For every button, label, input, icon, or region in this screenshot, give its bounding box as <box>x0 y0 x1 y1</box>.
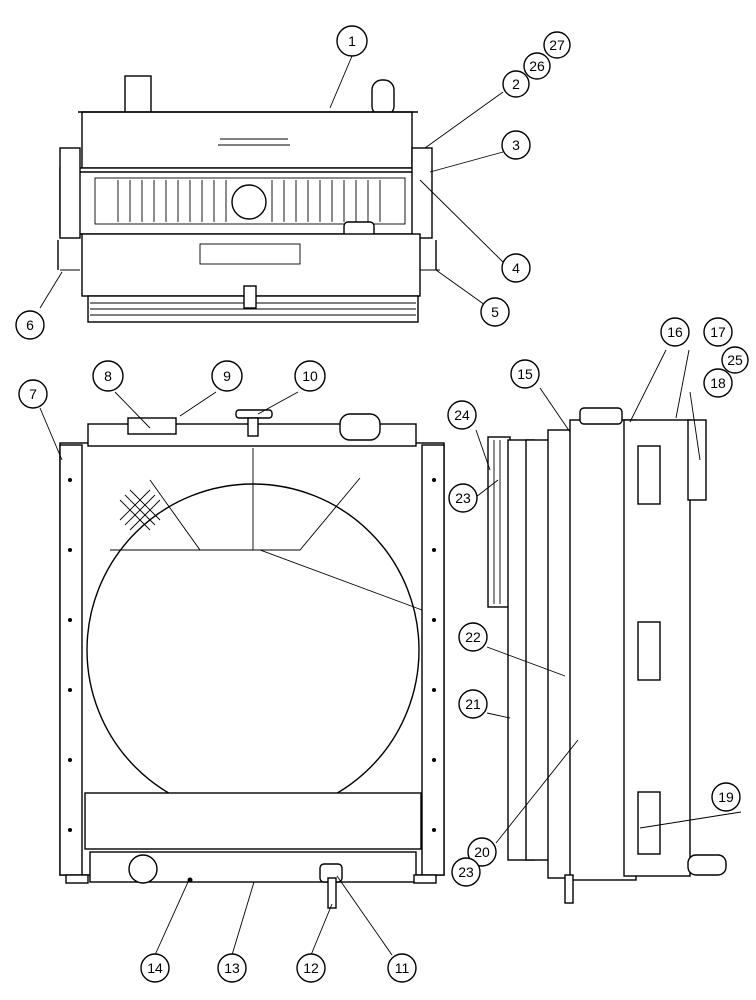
callout-9: 9 <box>211 360 243 392</box>
callout-12-label: 12 <box>303 960 319 976</box>
callout-15-label: 15 <box>517 366 533 382</box>
callout-6: 6 <box>15 310 45 340</box>
callout-10: 10 <box>294 360 326 392</box>
callout-2: 2 <box>502 70 530 98</box>
callout-24: 24 <box>447 400 477 430</box>
callout-16-label: 16 <box>667 324 683 340</box>
callout-23-lower: 23 <box>451 857 481 887</box>
callout-22-label: 22 <box>465 629 481 645</box>
callout-4: 4 <box>501 253 531 283</box>
callout-8: 8 <box>92 360 124 392</box>
radiator-front-view <box>59 409 445 909</box>
callout-14-label: 14 <box>147 960 163 976</box>
callout-13-label: 13 <box>224 960 240 976</box>
callout-4-label: 4 <box>512 260 520 276</box>
callout-27: 27 <box>543 31 571 59</box>
callout-11-label: 11 <box>395 960 410 976</box>
callouts: 1 27 26 2 3 4 5 6 7 8 9 10 15 16 17 25 1… <box>15 25 749 983</box>
callout-1: 1 <box>336 25 368 57</box>
callout-18-label: 18 <box>710 375 726 391</box>
callout-24-label: 24 <box>454 407 470 423</box>
callout-7-label: 7 <box>29 386 37 402</box>
callout-23-lower-label: 23 <box>458 864 474 880</box>
callout-20: 20 <box>467 837 497 867</box>
callout-10-label: 10 <box>302 368 318 384</box>
callout-17: 17 <box>703 317 733 347</box>
callout-26-label: 26 <box>529 58 545 74</box>
radiator-side-view <box>487 407 727 904</box>
callout-5: 5 <box>480 297 510 327</box>
callout-22: 22 <box>458 622 488 652</box>
callout-23-upper: 23 <box>448 483 478 513</box>
callout-19-label: 19 <box>718 789 734 805</box>
callout-2-label: 2 <box>512 76 520 92</box>
callout-17-label: 17 <box>710 324 726 340</box>
callout-18: 18 <box>703 368 733 398</box>
callout-23-upper-label: 23 <box>455 490 471 506</box>
callout-20-label: 20 <box>474 844 490 860</box>
leader-lines <box>39 55 742 956</box>
callout-3-label: 3 <box>512 137 520 153</box>
callout-8-label: 8 <box>104 368 112 384</box>
callout-11: 11 <box>387 953 417 983</box>
callout-25-label: 25 <box>727 352 743 368</box>
callout-13: 13 <box>217 953 247 983</box>
callout-26: 26 <box>523 52 551 80</box>
callout-15: 15 <box>510 359 540 389</box>
callout-9-label: 9 <box>223 368 231 384</box>
callout-3: 3 <box>501 130 531 160</box>
callout-6-label: 6 <box>26 317 34 333</box>
callout-25: 25 <box>721 346 749 374</box>
callout-14: 14 <box>140 953 170 983</box>
callout-27-label: 27 <box>549 37 565 53</box>
callout-12: 12 <box>296 953 326 983</box>
radiator-top-view <box>57 75 440 323</box>
callout-21-label: 21 <box>465 696 481 712</box>
callout-1-label: 1 <box>348 33 356 49</box>
callout-21: 21 <box>458 689 488 719</box>
callout-19: 19 <box>711 782 741 812</box>
callout-16: 16 <box>660 317 690 347</box>
callout-5-label: 5 <box>491 304 499 320</box>
callout-7: 7 <box>18 379 48 409</box>
